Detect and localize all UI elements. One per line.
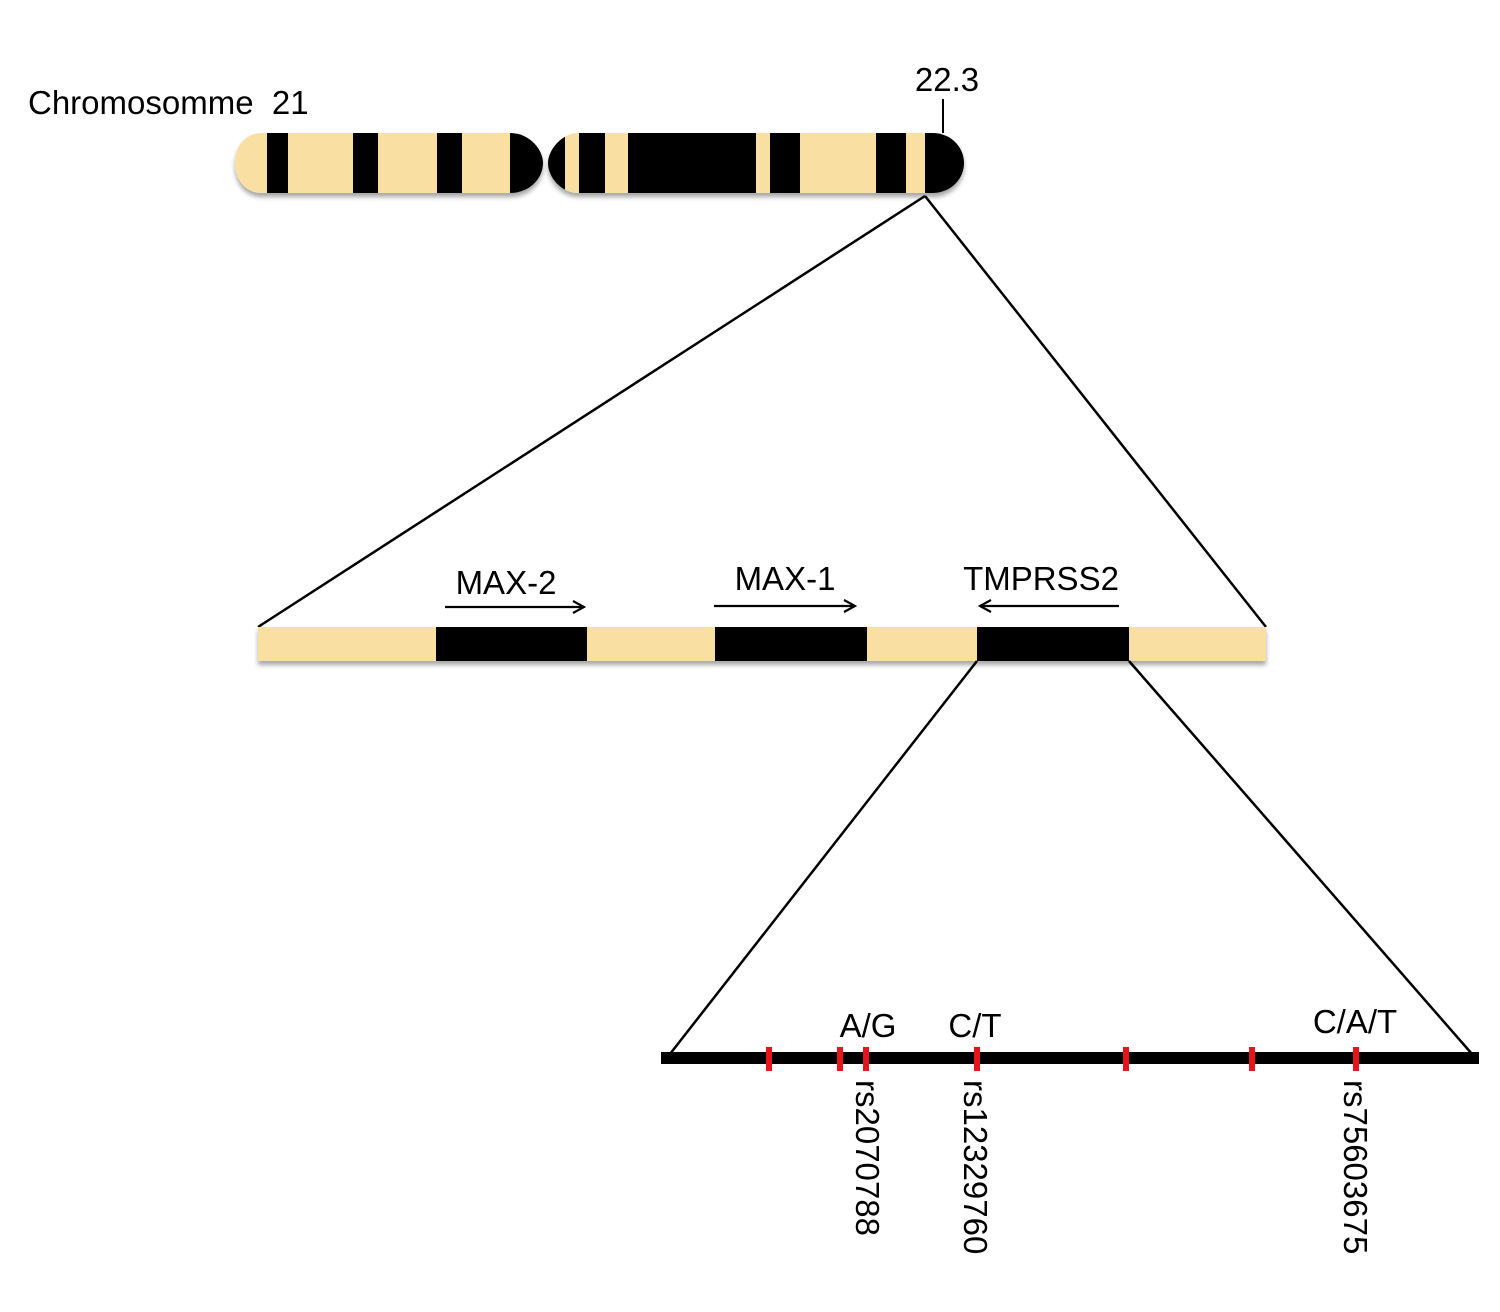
snp-id-rs2070788: rs2070788 — [849, 1080, 886, 1236]
snp-id-rs75603675: rs75603675 — [1337, 1080, 1374, 1254]
p-band-3 — [437, 133, 462, 193]
chromosome-q-arm — [548, 133, 964, 193]
gene-block-tmprss2 — [977, 627, 1129, 661]
gene-block-max-1 — [715, 627, 867, 661]
chromosome-label: Chromosomme 21 — [28, 84, 309, 121]
band-label: 22.3 — [915, 61, 979, 98]
snp-marker — [1123, 1047, 1129, 1071]
snp-marker-rs2070788 — [863, 1047, 869, 1071]
p-band-1 — [267, 133, 288, 193]
p-band-4 — [510, 133, 543, 193]
snp-marker — [837, 1047, 843, 1071]
allele-label-rs2070788: A/G — [840, 1007, 897, 1044]
q-band-2 — [579, 133, 605, 193]
gene-block-max-2 — [436, 627, 587, 661]
q-band-3 — [628, 133, 756, 193]
snp-id-rs12329760: rs12329760 — [957, 1080, 994, 1254]
gene-region-bar — [258, 627, 1266, 661]
chromosome-ideogram — [235, 133, 964, 193]
snp-markers — [766, 1047, 1359, 1071]
allele-label-rs75603675: C/A/T — [1313, 1003, 1397, 1040]
snp-marker-rs75603675 — [1353, 1047, 1359, 1071]
zoom-lines-gene — [669, 660, 1473, 1055]
p-band-2 — [353, 133, 378, 193]
snp-marker — [766, 1047, 772, 1071]
gene-label-tmprss2: TMPRSS2 — [963, 560, 1119, 597]
allele-label-rs12329760: C/T — [948, 1007, 1001, 1044]
snp-marker — [1249, 1047, 1255, 1071]
q-band-4 — [770, 133, 800, 193]
q-band-6 — [925, 133, 964, 193]
chromosome-p-arm — [235, 133, 543, 193]
q-band-5 — [876, 133, 906, 193]
gene-label-max-1: MAX-1 — [735, 560, 836, 597]
snp-marker-rs12329760 — [974, 1047, 980, 1071]
q-band-1 — [548, 133, 565, 193]
zoom-lines-region — [257, 194, 1267, 629]
gene-label-max-2: MAX-2 — [456, 564, 557, 601]
